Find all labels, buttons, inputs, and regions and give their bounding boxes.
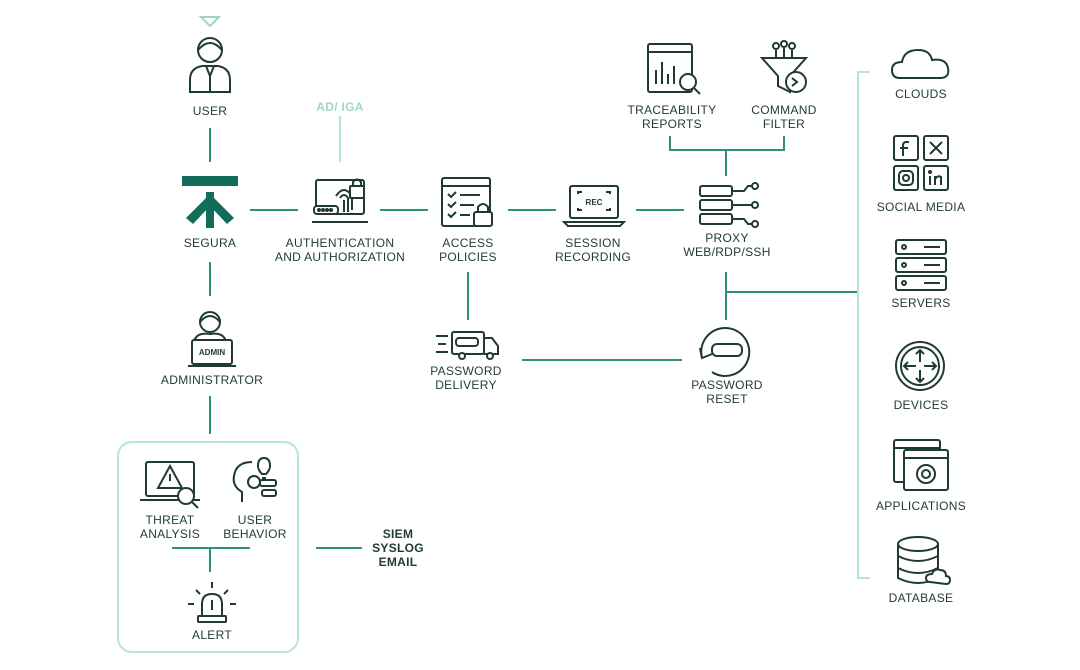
label-password-delivery-line: PASSWORD xyxy=(430,364,502,378)
label-command-filter-line: FILTER xyxy=(762,117,806,131)
label-proxy-line: PROXY xyxy=(705,231,749,245)
rec-badge: REC xyxy=(586,198,603,207)
label-siem-line: EMAIL xyxy=(378,555,418,569)
label-alert-line: ALERT xyxy=(192,628,232,642)
analysis-group-frame xyxy=(117,441,299,653)
label-traceability-line: REPORTS xyxy=(642,117,702,131)
user-icon xyxy=(189,16,231,93)
report-magnifier-icon xyxy=(647,43,701,95)
faint-connectors xyxy=(339,71,870,579)
label-user-line: USER xyxy=(192,104,228,118)
label-clouds-line: CLOUDS xyxy=(895,87,947,101)
checklist-lock-icon xyxy=(441,177,493,227)
label-applications-line: APPLICATIONS xyxy=(875,499,967,513)
label-user-behavior-line: BEHAVIOR xyxy=(223,527,287,541)
label-threat-analysis-line: THREAT xyxy=(145,513,195,527)
label-password-delivery-line: DELIVERY xyxy=(435,378,497,392)
label-database-line: DATABASE xyxy=(888,591,954,605)
funnel-terminal-icon xyxy=(759,40,809,94)
label-access-policies-line: POLICIES xyxy=(439,250,497,264)
label-access-policies-line: ACCESS xyxy=(442,236,494,250)
warning-laptop-icon xyxy=(140,461,200,509)
label-threat-analysis-line: ANALYSIS xyxy=(139,527,201,541)
label-social-media: SOCIAL MEDIA xyxy=(861,200,981,214)
connectors xyxy=(172,128,858,572)
label-administrator: ADMINISTRATOR xyxy=(152,373,272,387)
server-network-icon xyxy=(699,182,759,228)
admin-badge-bg xyxy=(194,344,230,358)
label-clouds: CLOUDS xyxy=(871,87,971,101)
label-segura: SEGURA xyxy=(160,236,260,250)
server-rack-icon xyxy=(895,239,947,291)
label-traceability-line: TRACEABILITY xyxy=(627,103,717,117)
label-social-media-line: SOCIAL MEDIA xyxy=(876,200,966,214)
label-applications: APPLICATIONS xyxy=(861,499,981,513)
app-gear-icon xyxy=(893,439,949,491)
label-user: USER xyxy=(160,104,260,118)
label-ad-iga-line: AD/ IGA xyxy=(316,100,364,114)
database-cloud-icon xyxy=(897,536,952,586)
label-user-behavior-line: USER xyxy=(237,513,273,527)
label-administrator-line: ADMINISTRATOR xyxy=(160,373,264,387)
segura-logo xyxy=(182,176,238,228)
label-password-reset-line: RESET xyxy=(706,392,748,406)
label-command-filter-line: COMMAND xyxy=(751,103,817,117)
label-alert: ALERT xyxy=(162,628,262,642)
label-siem-line: SIEM xyxy=(382,527,414,541)
label-siem-line: SYSLOG xyxy=(372,541,424,555)
admin-badge: ADMIN xyxy=(199,348,225,357)
router-icon xyxy=(895,341,945,391)
label-authentication-line: AUTHENTICATION xyxy=(285,236,395,250)
label-devices: DEVICES xyxy=(871,398,971,412)
label-devices-line: DEVICES xyxy=(893,398,949,412)
cloud-icon xyxy=(890,48,950,79)
label-database: DATABASE xyxy=(871,591,971,605)
label-session-recording-line: RECORDING xyxy=(554,250,632,264)
label-password-reset-line: PASSWORD xyxy=(691,378,763,392)
reset-password-icon xyxy=(699,326,751,377)
label-segura-line: SEGURA xyxy=(183,236,237,250)
fingerprint-lock-icon xyxy=(312,178,368,223)
label-session-recording-line: SESSION xyxy=(565,236,621,250)
head-lightbulb-icon xyxy=(232,456,277,502)
label-servers: SERVERS xyxy=(871,296,971,310)
label-servers-line: SERVERS xyxy=(891,296,951,310)
laptop-rec-icon xyxy=(561,185,627,227)
label-authentication-line: AND AUTHORIZATION xyxy=(274,250,406,264)
label-ad-iga: AD/ IGA xyxy=(290,100,390,114)
label-proxy-line: WEB/RDP/SSH xyxy=(683,245,771,259)
social-media-icons xyxy=(893,135,949,191)
siren-icon xyxy=(188,582,236,623)
truck-password-icon xyxy=(436,331,499,360)
